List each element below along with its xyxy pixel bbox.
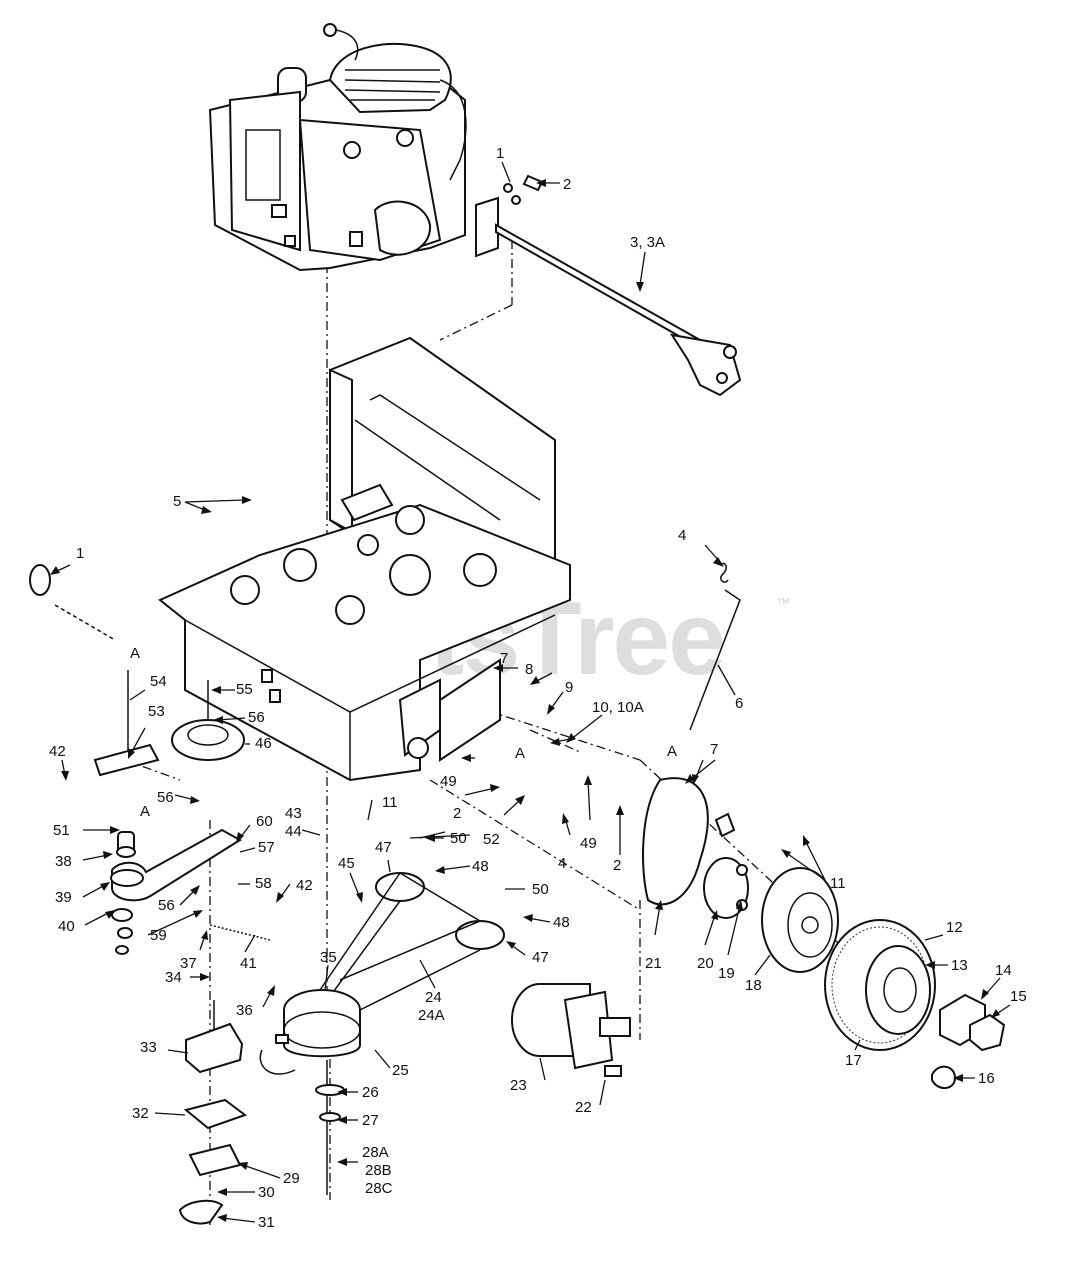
callout-9: 9 bbox=[565, 679, 573, 696]
callout-53: 53 bbox=[148, 703, 165, 720]
callout-44: 44 bbox=[285, 823, 302, 840]
callout-41: 41 bbox=[240, 955, 257, 972]
callout-43: 43 bbox=[285, 805, 302, 822]
callout-18: 18 bbox=[745, 977, 762, 994]
callout-57: 57 bbox=[258, 839, 275, 856]
callout-48-a: 48 bbox=[472, 858, 489, 875]
callout-a-mid: A bbox=[515, 745, 525, 762]
callout-11-b: 11 bbox=[830, 875, 846, 892]
callout-54: 54 bbox=[150, 673, 167, 690]
callout-8: 8 bbox=[525, 661, 533, 678]
callout-5: 5 bbox=[173, 493, 181, 510]
callout-51: 51 bbox=[53, 822, 70, 839]
callout-3-3a: 3, 3A bbox=[630, 234, 665, 251]
mounting-bracket-3 bbox=[475, 174, 742, 397]
callout-15: 15 bbox=[1010, 988, 1027, 1005]
callout-4-mid: 4 bbox=[558, 855, 566, 872]
callout-6: 6 bbox=[735, 695, 743, 712]
callout-leaders bbox=[50, 161, 1011, 1223]
watermark-trademark: ™ bbox=[776, 595, 790, 611]
callout-a-right: A bbox=[667, 743, 677, 760]
callout-20: 20 bbox=[697, 955, 714, 972]
callout-2-top: 2 bbox=[563, 176, 571, 193]
callout-30: 30 bbox=[258, 1184, 275, 1201]
callout-37: 37 bbox=[180, 955, 197, 972]
belt-drive bbox=[171, 719, 505, 1075]
callout-49-a: 49 bbox=[440, 773, 457, 790]
callout-58: 58 bbox=[255, 875, 272, 892]
lower-left-parts bbox=[29, 564, 345, 1225]
callout-47-b: 47 bbox=[532, 949, 549, 966]
callout-49-b: 49 bbox=[580, 835, 597, 852]
callout-50-a: 50 bbox=[450, 830, 467, 847]
callout-1-left: 1 bbox=[76, 545, 84, 562]
callout-4-right: 4 bbox=[678, 527, 686, 544]
callout-25: 25 bbox=[392, 1062, 409, 1079]
callout-1-top: 1 bbox=[496, 145, 504, 162]
callout-17: 17 bbox=[845, 1052, 862, 1069]
callout-a-left: A bbox=[140, 803, 150, 820]
callout-34: 34 bbox=[165, 969, 182, 986]
callout-26: 26 bbox=[362, 1084, 379, 1101]
callout-a-chain: A bbox=[130, 645, 140, 662]
callout-55: 55 bbox=[236, 681, 253, 698]
callout-33: 33 bbox=[140, 1039, 157, 1056]
callout-38: 38 bbox=[55, 853, 72, 870]
callout-14: 14 bbox=[995, 962, 1012, 979]
callout-24a: 24A bbox=[418, 1007, 445, 1024]
callout-36: 36 bbox=[236, 1002, 253, 1019]
callout-47-a: 47 bbox=[375, 839, 392, 856]
callout-28a: 28A bbox=[362, 1144, 389, 1161]
callout-42-b: 42 bbox=[296, 877, 313, 894]
callout-16: 16 bbox=[978, 1070, 995, 1087]
callout-7-a: 7 bbox=[500, 650, 508, 667]
callout-27: 27 bbox=[362, 1112, 379, 1129]
callout-labels: 1 2 3, 3A 4 6 7 7 8 9 10, 10A 5 1 A 54 5… bbox=[49, 145, 1027, 1231]
callout-12: 12 bbox=[946, 919, 963, 936]
callout-50-b: 50 bbox=[532, 881, 549, 898]
callout-35: 35 bbox=[320, 949, 337, 966]
callout-46: 46 bbox=[255, 735, 272, 752]
callout-52: 52 bbox=[483, 831, 500, 848]
callout-29: 29 bbox=[283, 1170, 300, 1187]
callout-56-b: 56 bbox=[157, 789, 174, 806]
callout-31: 31 bbox=[258, 1214, 275, 1231]
callout-19: 19 bbox=[718, 965, 735, 982]
wheel-assembly bbox=[642, 777, 1006, 1089]
callout-11-a: 11 bbox=[382, 794, 398, 811]
callout-56-a: 56 bbox=[248, 709, 265, 726]
callout-59: 59 bbox=[150, 927, 167, 944]
callout-24: 24 bbox=[425, 989, 442, 1006]
callout-28c: 28C bbox=[365, 1180, 393, 1197]
hydraulic-motor-23 bbox=[511, 983, 631, 1077]
engine bbox=[208, 23, 467, 272]
callout-28b: 28B bbox=[365, 1162, 392, 1179]
callout-42-a: 42 bbox=[49, 743, 66, 760]
callout-56-c: 56 bbox=[158, 897, 175, 914]
callout-22: 22 bbox=[575, 1099, 592, 1116]
callout-13: 13 bbox=[951, 957, 968, 974]
callout-2-mid: 2 bbox=[453, 805, 461, 822]
callout-7-b: 7 bbox=[710, 741, 718, 758]
callout-32: 32 bbox=[132, 1105, 149, 1122]
callout-48-b: 48 bbox=[553, 914, 570, 931]
callout-39: 39 bbox=[55, 889, 72, 906]
main-frame bbox=[158, 336, 571, 782]
callout-45: 45 bbox=[338, 855, 355, 872]
callout-60: 60 bbox=[256, 813, 273, 830]
callout-2-b: 2 bbox=[613, 857, 621, 874]
callout-40: 40 bbox=[58, 918, 75, 935]
callout-21: 21 bbox=[645, 955, 662, 972]
callout-10-10a: 10, 10A bbox=[592, 699, 644, 716]
callout-23: 23 bbox=[510, 1077, 527, 1094]
control-rod-6 bbox=[689, 562, 741, 731]
